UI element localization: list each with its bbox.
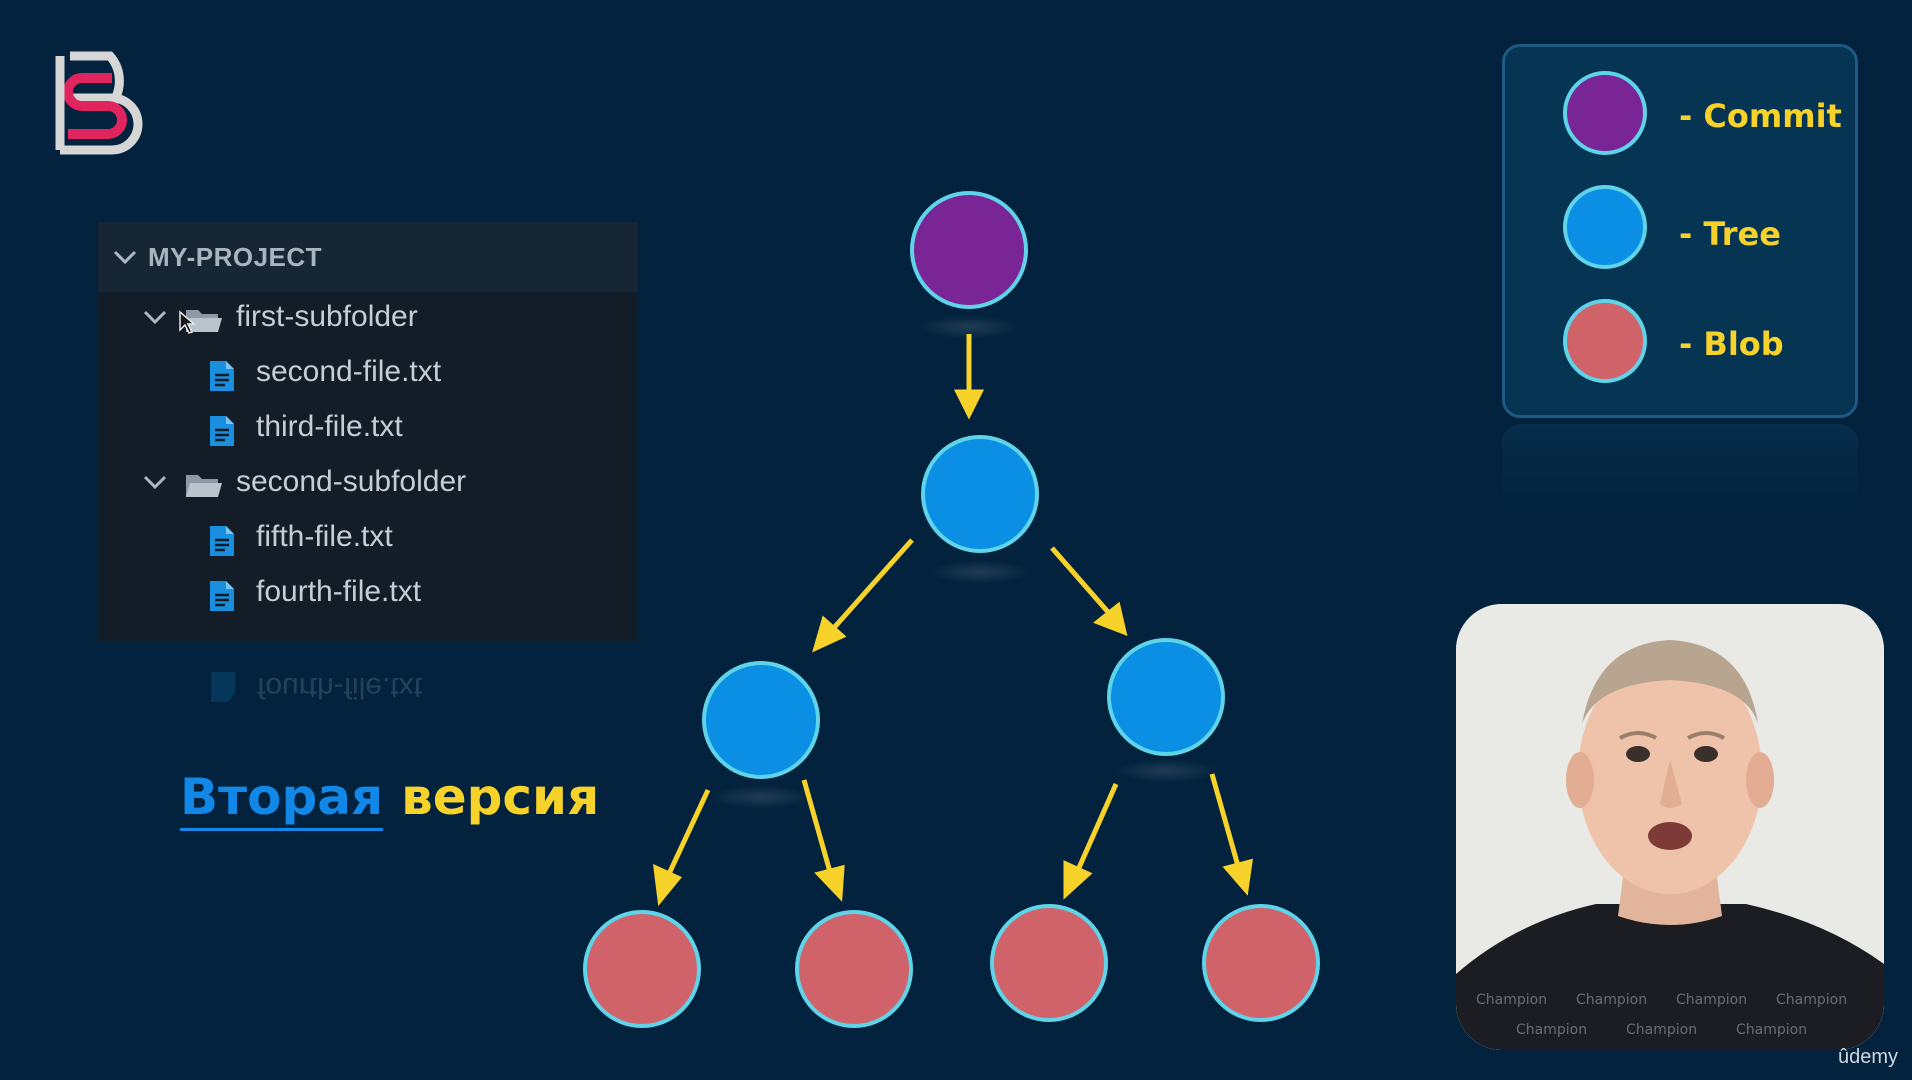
legend-tree-label: - Tree [1679, 215, 1781, 253]
chevron-down-icon [113, 250, 137, 265]
chevron-down-icon [143, 310, 167, 325]
arrow-head [652, 863, 682, 907]
blob-node-2 [795, 910, 913, 1028]
tree-item-first-subfolder[interactable]: first-subfolder [98, 294, 638, 344]
arrow-head [1063, 860, 1093, 900]
file-explorer-panel: MY-PROJECT first-subfolder second-file.t… [98, 222, 638, 642]
legend-panel: - Commit - Tree - Blob [1502, 44, 1858, 418]
svg-text:Champion: Champion [1776, 992, 1847, 1008]
commit-legend-icon [1563, 71, 1647, 155]
node-reflection [917, 315, 1021, 339]
presenter-avatar-image: Champion Champion Champion Champion Cham… [1456, 604, 1884, 1050]
file-icon [210, 526, 234, 556]
svg-text:Champion: Champion [1516, 1022, 1587, 1038]
file-icon [210, 361, 234, 391]
legend-reflection [1502, 424, 1858, 514]
arrow-tree-to-right-tree [1050, 546, 1110, 614]
tree-legend-icon [1563, 185, 1647, 269]
blob-node-3 [990, 904, 1108, 1022]
folder-icon [186, 310, 222, 332]
tree-node-root [921, 435, 1039, 553]
tree-node-second-subfolder [1107, 638, 1225, 756]
folder-icon [186, 475, 222, 497]
arrow-right-tree-to-blob-3 [1075, 782, 1119, 872]
tree-item-label: second-file.txt [256, 355, 442, 388]
arrow-left-tree-to-blob-1 [665, 788, 711, 878]
caption-word-2: версия [401, 768, 600, 826]
arrow-head [812, 615, 847, 653]
svg-text:Champion: Champion [1626, 1022, 1697, 1038]
node-reflection [709, 785, 813, 809]
arrow-head [814, 864, 845, 902]
blob-node-4 [1202, 904, 1320, 1022]
tree-item-label: third-file.txt [256, 410, 403, 443]
tree-item-fourth-file[interactable]: fourth-file.txt [98, 569, 638, 619]
presenter-webcam: Champion Champion Champion Champion Cham… [1456, 604, 1884, 1050]
tree-item-label: first-subfolder [236, 300, 418, 333]
tree-node-first-subfolder [702, 661, 820, 779]
blob-node-1 [583, 910, 701, 1028]
commit-node [910, 191, 1028, 309]
mouse-cursor-icon [179, 310, 196, 334]
file-icon [211, 672, 235, 702]
tree-item-label: second-subfolder [236, 465, 467, 498]
tree-item-fifth-file[interactable]: fifth-file.txt [98, 514, 638, 564]
arrow-right-tree-to-blob-4 [1209, 773, 1241, 867]
chevron-down-icon [143, 475, 167, 490]
tree-item-second-file[interactable]: second-file.txt [98, 349, 638, 399]
svg-text:Champion: Champion [1676, 992, 1747, 1008]
file-icon [210, 416, 234, 446]
node-reflection [928, 560, 1032, 584]
logo-icon [55, 51, 143, 155]
tree-item-label: fifth-file.txt [256, 520, 393, 553]
arrow-head [1222, 858, 1254, 896]
arrow-left-tree-to-blob-2 [801, 779, 833, 873]
svg-text:Champion: Champion [1736, 1022, 1807, 1038]
legend-blob-label: - Blob [1679, 325, 1784, 363]
tree-item-label: fourth-file.txt [256, 575, 422, 608]
arrow-tree-to-left-tree [830, 538, 914, 632]
project-title: MY-PROJECT [148, 242, 323, 272]
version-caption: Вторая версия [180, 768, 600, 831]
node-reflection [1114, 759, 1218, 783]
svg-text:Champion: Champion [1476, 992, 1547, 1008]
caption-word-1: Вторая [180, 768, 384, 831]
svg-text:Champion: Champion [1576, 992, 1647, 1008]
explorer-header[interactable]: MY-PROJECT [98, 222, 638, 292]
udemy-watermark: ûdemy [1838, 1046, 1899, 1068]
arrow-head [1093, 601, 1128, 637]
blob-legend-icon [1563, 299, 1647, 383]
explorer-reflection: fourth-file.txt [205, 668, 565, 708]
tree-item-second-subfolder[interactable]: second-subfolder [98, 459, 638, 509]
arrow-head [953, 389, 985, 420]
file-icon [210, 581, 234, 611]
legend-commit-label: - Commit [1679, 97, 1842, 135]
tree-item-third-file[interactable]: third-file.txt [98, 404, 638, 454]
